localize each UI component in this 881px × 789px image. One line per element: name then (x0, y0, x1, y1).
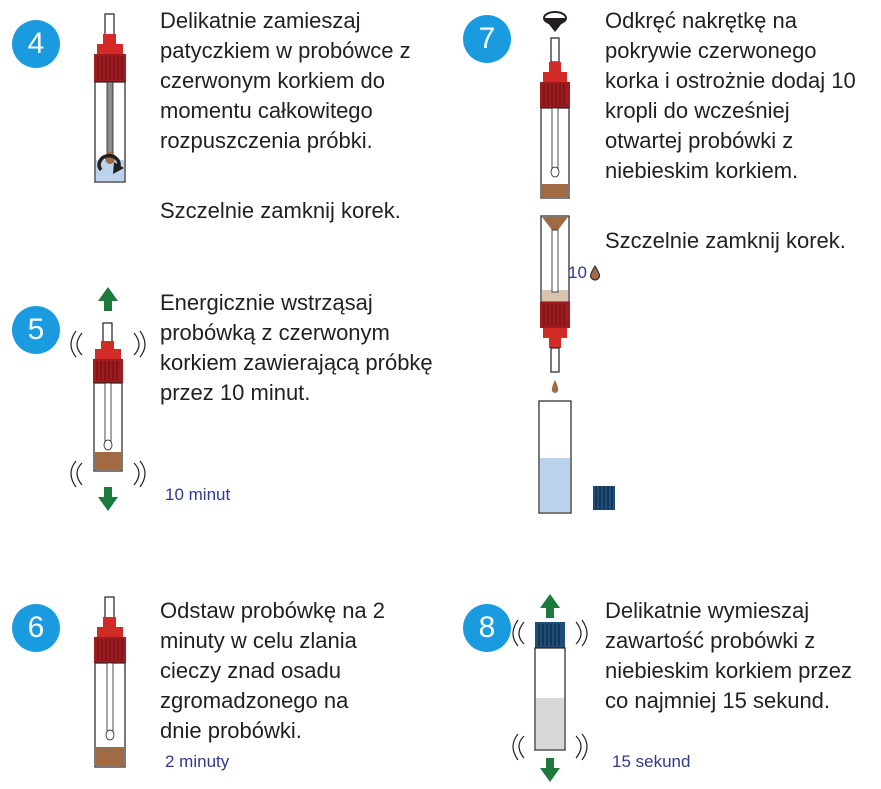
step-5-text: Energicznie wstrząsaj probówką z czerwon… (160, 290, 433, 405)
tube-blue-cap-icon (534, 622, 566, 751)
step-8-illustration (512, 594, 588, 782)
tube-red-cap-icon (540, 37, 570, 199)
step-7-illustration (538, 11, 615, 514)
step-6-badge: 6 (12, 604, 60, 652)
unscrew-cap-icon (543, 11, 567, 32)
step-6-text: Odstaw probówkę na 2 minuty w celu zlani… (160, 598, 386, 743)
step-7-drops: 10 (568, 263, 601, 283)
step-5-time: 10 minut (165, 485, 231, 504)
step-6-time: 2 minuty (165, 752, 230, 771)
shake-arrows-icon (512, 594, 588, 782)
step-8-time: 15 sekund (612, 752, 691, 771)
step-7-note: Szczelnie zamknij korek. (605, 228, 846, 253)
open-tube-blue-liquid-icon (538, 400, 572, 514)
stir-arrow-icon (97, 154, 124, 174)
step-5-illustration (70, 287, 146, 511)
shake-arrows-icon (70, 287, 146, 511)
step-7-text: Odkręć nakrętkę na pokrywie czerwonego k… (605, 8, 856, 183)
step-4-note: Szczelnie zamknij korek. (160, 198, 401, 223)
step-4-badge: 4 (12, 20, 60, 68)
step-7-badge: 7 (463, 15, 511, 63)
step-5-badge: 5 (12, 306, 60, 354)
blue-cap-icon (593, 486, 615, 510)
tube-red-cap-icon (94, 596, 126, 768)
tube-red-cap-icon (93, 322, 123, 472)
inverted-tube-icon (540, 215, 570, 373)
step-8-text: Delikatnie wymieszaj zawartość probówki … (605, 598, 852, 713)
step-6-illustration (94, 596, 126, 768)
step-4-text: Delikatnie zamieszaj patyczkiem w probów… (160, 8, 411, 153)
drop-count: 10 (568, 263, 587, 282)
drop-icon (551, 380, 559, 393)
drop-icon (589, 265, 600, 281)
step-8-badge: 8 (463, 604, 511, 652)
step-4-illustration (94, 13, 126, 183)
